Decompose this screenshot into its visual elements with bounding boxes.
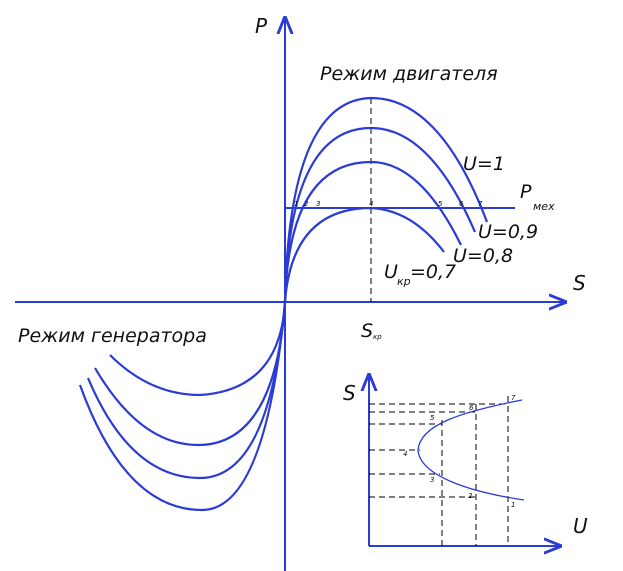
inset-point-2-label: 2 (468, 492, 473, 500)
point-7-label: 7 (478, 200, 483, 208)
inset-point-5-label: 5 (430, 414, 435, 422)
inset-s-u-curve (417, 399, 525, 501)
point-5-label: 5 (438, 200, 443, 208)
p-mech-label: P (520, 181, 532, 203)
ukr-label: U (384, 261, 398, 283)
point-6-label: 6 (459, 200, 464, 208)
ukr-subscript: кр (397, 275, 411, 288)
inset-point-6-label: 6 (469, 404, 474, 412)
s-critical-label: S (361, 320, 373, 342)
motor-mode-label: Режим двигателя (320, 63, 498, 85)
u1-label: U=1 (463, 153, 505, 175)
generator-mode-label: Режим генератора (18, 325, 207, 347)
s-axis-label: S (573, 271, 586, 295)
point-2-label: 2 (304, 200, 309, 208)
curve-u08 (283, 160, 462, 303)
s-critical-subscript: кр (373, 333, 382, 341)
inset-point-1-label: 1 (511, 501, 515, 509)
inset-u-axis-label: U (573, 514, 588, 538)
generator-curve-4 (78, 301, 287, 512)
u08-label: U=0,8 (453, 245, 513, 267)
curve-u1 (283, 96, 489, 303)
point-3-label: 3 (316, 200, 320, 208)
ukr-value: =0,7 (410, 261, 456, 283)
generator-curve-1 (109, 301, 287, 397)
inset-point-3-label: 3 (430, 476, 434, 484)
curve-u09 (283, 126, 477, 303)
inset-point-4-label: 4 (403, 450, 407, 458)
generator-curve-3 (86, 301, 287, 480)
generator-curve-2 (94, 301, 287, 447)
u09-label: U=0,9 (478, 221, 538, 243)
curve-ukr (283, 206, 445, 303)
p-axis-label: P (255, 14, 268, 38)
inset-point-7-label: 7 (511, 394, 516, 402)
p-mech-subscript: мех (533, 200, 555, 213)
inset-s-u-chart: 7 6 5 4 3 2 1 S U (343, 375, 588, 546)
inset-s-axis-label: S (343, 381, 356, 405)
point-4-label: 4 (369, 200, 373, 208)
point-1-label: 1 (294, 200, 298, 208)
